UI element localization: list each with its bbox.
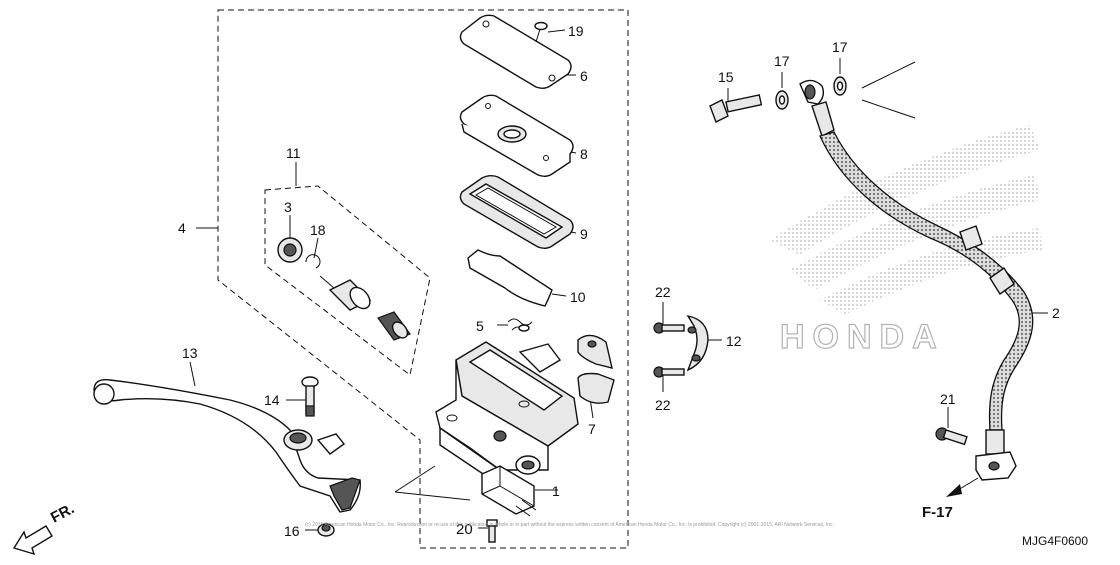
callout-14: 14 (264, 392, 280, 408)
brake-lever (93, 379, 361, 513)
screw-20 (486, 519, 498, 543)
diaphragm (459, 175, 574, 249)
master-cylinder-body (435, 341, 579, 486)
bolt-21 (935, 427, 968, 446)
callout-17a: 17 (774, 53, 790, 69)
callout-10: 10 (570, 289, 586, 305)
piston (319, 275, 372, 311)
callout-1: 1 (552, 483, 560, 499)
callout-labels: 1 2 3 4 5 6 7 8 9 10 11 12 13 14 15 16 1… (178, 23, 1060, 539)
callout-15: 15 (718, 69, 734, 85)
front-label: FR. (48, 500, 77, 526)
reservoir-plate-10 (467, 249, 553, 307)
callout-2: 2 (1052, 305, 1060, 321)
callout-3: 3 (284, 199, 292, 215)
callout-22b: 22 (655, 397, 671, 413)
piston-cup-3 (277, 237, 303, 263)
callout-12: 12 (726, 333, 742, 349)
nut-16 (317, 523, 335, 537)
screw-19 (534, 21, 548, 43)
reference-arrow (946, 477, 979, 497)
callout-6: 6 (580, 68, 588, 84)
brake-switch (481, 465, 537, 517)
front-arrow (12, 525, 53, 556)
circlip-18 (305, 254, 321, 269)
callout-20: 20 (456, 521, 473, 538)
honda-wing-watermark: HONDA (770, 125, 1042, 357)
bolt-22-lower (653, 366, 685, 378)
diagram-code: MJG4F0600 (1022, 534, 1088, 548)
diaphragm-plate (459, 94, 574, 177)
callout-19: 19 (568, 23, 584, 39)
sealing-washer-17b (833, 76, 847, 96)
copyright-line: (c) 2015 American Honda Motor Co., Inc. … (305, 522, 834, 528)
holder-7 (577, 334, 615, 404)
leader-lines (189, 29, 1048, 531)
callout-22a: 22 (655, 284, 671, 300)
callout-18: 18 (310, 222, 326, 238)
callout-16: 16 (284, 523, 300, 539)
assembly-boundary-4 (217, 9, 629, 549)
callout-5: 5 (476, 318, 484, 334)
callout-21: 21 (940, 391, 956, 407)
callout-17b: 17 (832, 39, 848, 55)
clip-5 (507, 318, 533, 332)
reference-label: F-17 (922, 504, 953, 521)
spring (377, 311, 411, 341)
callout-13: 13 (182, 345, 198, 361)
callout-11: 11 (286, 145, 301, 161)
reservoir-cover (459, 14, 572, 89)
brake-hose (799, 79, 1034, 481)
callout-7: 7 (588, 421, 596, 437)
honda-watermark-text: HONDA (780, 318, 945, 356)
callout-4: 4 (178, 220, 186, 236)
clamp-12 (686, 315, 709, 372)
callout-9: 9 (580, 226, 588, 242)
bolt-22-upper (653, 322, 685, 334)
sealing-washer-17a (775, 90, 789, 110)
callout-8: 8 (580, 146, 588, 162)
oil-bolt-15 (709, 94, 763, 123)
pivot-bolt-14 (301, 376, 319, 417)
piston-kit-boundary-11 (264, 185, 431, 376)
